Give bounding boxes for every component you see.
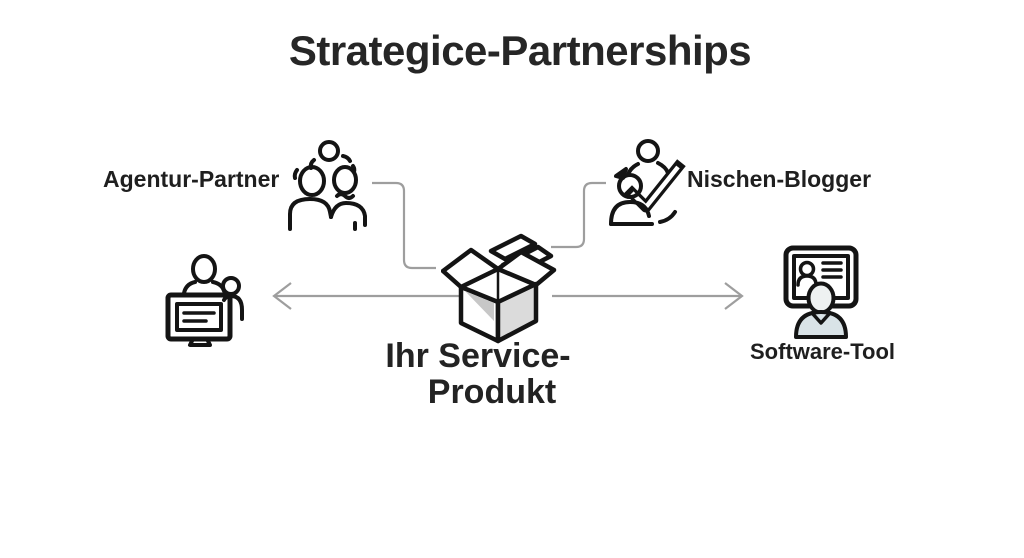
product-label-line1: Ihr Service- <box>385 337 571 375</box>
product-label-line2: Produkt <box>427 373 557 412</box>
nischen-blogger-label: Nischen-Blogger <box>687 166 872 192</box>
person-checkmark-icon <box>609 139 686 226</box>
product-label: Ihr Service- Produkt <box>330 338 626 410</box>
agentur-partner-label: Agentur-Partner <box>103 166 280 192</box>
open-box-icon <box>441 233 557 344</box>
arrow-left-head <box>272 282 292 310</box>
arrow-right-head <box>724 282 744 310</box>
team-group-icon <box>288 140 367 231</box>
connector-right-elbow <box>551 181 606 249</box>
software-tool-label: Software-Tool <box>750 339 896 364</box>
user-on-screen-icon <box>783 245 859 339</box>
connector-left-elbow <box>372 181 436 270</box>
page-title: Strategice-Partnerships <box>288 27 752 74</box>
people-at-monitor-icon <box>165 254 244 347</box>
